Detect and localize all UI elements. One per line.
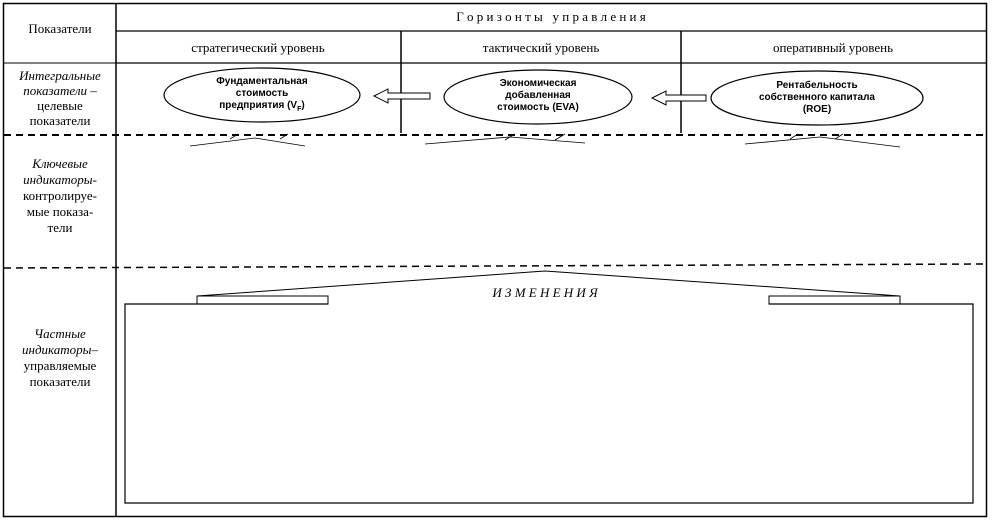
level-operational: оперативный уровень — [772, 40, 894, 55]
changes-label: И З М Е Н Е Н И Я — [492, 285, 598, 300]
row-label-partial: Частные индикаторы– управляемые показате… — [22, 326, 98, 389]
ellipse-fundamental-value — [163, 67, 361, 123]
arrow-eva-to-fundamental — [372, 88, 431, 104]
connector-marks — [189, 133, 901, 148]
changes-box — [124, 303, 974, 504]
row-label-key: Ключевые индикаторы- контролируе- мые по… — [23, 156, 97, 235]
horizons-title: Г о р и з о н т ы у п р а в л е н и я — [456, 9, 646, 24]
ellipse-fundamental-text: Фундаментальная стоимость предприятия (V… — [216, 76, 308, 113]
ellipse-roe-text: Рентабельность собственного капитала (RO… — [759, 80, 875, 115]
ellipse-eva-text: Экономическая добавленная стоимость (EVA… — [497, 78, 579, 113]
row-label-integral: Интегральные показатели – целевые показа… — [19, 68, 101, 128]
level-strategic: стратегический уровень — [191, 40, 325, 55]
indicators-column-header: Показатели — [28, 21, 92, 36]
ellipse-eva — [443, 69, 633, 125]
outer-frame — [2, 2, 988, 518]
dashed-separator-2 — [3, 263, 987, 269]
arrow-roe-to-eva — [650, 90, 707, 106]
level-tactical: тактический уровень — [482, 40, 600, 55]
ellipse-roe — [710, 70, 924, 126]
